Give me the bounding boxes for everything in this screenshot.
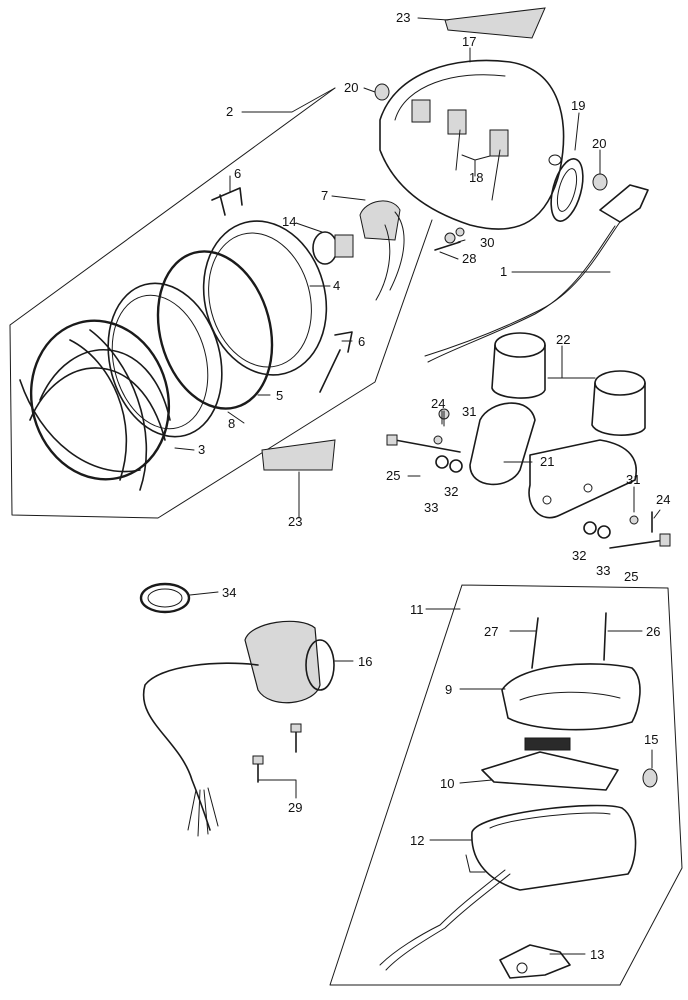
callout-23-lower: 23 (288, 514, 302, 529)
screw (603, 612, 607, 661)
callout-33-right: 33 (596, 563, 610, 578)
callout-6-top: 6 (234, 166, 241, 181)
callout-27: 27 (484, 624, 498, 639)
label-sticker-top (444, 7, 546, 39)
tail-lens (501, 663, 641, 731)
callout-12: 12 (410, 833, 424, 848)
callout-25-left: 25 (386, 468, 400, 483)
washer-set (433, 408, 653, 539)
callout-24-left: 24 (431, 396, 445, 411)
callout-31-right: 31 (626, 472, 640, 487)
callout-1: 1 (500, 264, 507, 279)
callout-11: 11 (410, 602, 424, 617)
callout-14: 14 (282, 214, 296, 229)
callout-18: 18 (469, 170, 483, 185)
callout-30: 30 (480, 235, 494, 250)
clip (319, 331, 353, 393)
grommet (550, 158, 584, 222)
clip (211, 187, 243, 216)
callout-5: 5 (276, 388, 283, 403)
label-sticker-lower (261, 439, 336, 471)
leader-lines (174, 17, 661, 955)
callout-17: 17 (462, 34, 476, 49)
callout-29: 29 (288, 800, 302, 815)
callout-21: 21 (540, 454, 554, 469)
meter-bracket (469, 402, 637, 519)
headlight-unit (202, 220, 328, 376)
callout-23-top: 23 (396, 10, 410, 25)
screw (531, 617, 539, 669)
headlight-guard (19, 319, 171, 491)
handlebar-switch (142, 620, 335, 837)
headlight-case (379, 59, 565, 230)
bulb (642, 768, 658, 788)
bolt (386, 434, 461, 453)
callout-3: 3 (198, 442, 205, 457)
callout-32-right: 32 (572, 548, 586, 563)
band-clamp (139, 582, 191, 614)
headlight-assembly-frame (9, 87, 433, 519)
callout-19: 19 (571, 98, 585, 113)
screw-and-washer (434, 227, 465, 251)
gasket (481, 737, 619, 791)
callout-34: 34 (222, 585, 236, 600)
bracket (499, 944, 571, 979)
callout-24-right: 24 (656, 492, 670, 507)
callout-28: 28 (462, 251, 476, 266)
bulb (312, 231, 354, 265)
callout-20-right: 20 (592, 136, 606, 151)
callout-13: 13 (590, 947, 604, 962)
meter-cover (491, 332, 646, 436)
callout-15: 15 (644, 732, 658, 747)
callout-10: 10 (440, 776, 454, 791)
callout-7: 7 (321, 188, 328, 203)
callout-20-left: 20 (344, 80, 358, 95)
tail-light-base (465, 804, 637, 891)
callout-22: 22 (556, 332, 570, 347)
rim-ring (107, 282, 223, 438)
callout-8: 8 (228, 416, 235, 431)
callout-26: 26 (646, 624, 660, 639)
callout-32-left: 32 (444, 484, 458, 499)
wire-harness (379, 869, 511, 971)
callout-4: 4 (333, 278, 340, 293)
callout-9: 9 (445, 682, 452, 697)
callout-2: 2 (226, 104, 233, 119)
tail-light-assembly-frame (329, 584, 683, 986)
callout-25-right: 25 (624, 569, 638, 584)
callout-16: 16 (358, 654, 372, 669)
callout-labels: 23 17 20 2 19 20 6 18 7 14 30 28 1 4 6 2… (198, 10, 670, 962)
bolt (609, 533, 671, 549)
callout-6-bottom: 6 (358, 334, 365, 349)
screw-set (252, 723, 302, 783)
connector-set (424, 184, 649, 363)
bulb-socket (359, 200, 405, 301)
callout-33-left: 33 (424, 500, 438, 515)
mounting-ring (156, 250, 274, 410)
callout-31-left: 31 (462, 404, 476, 419)
